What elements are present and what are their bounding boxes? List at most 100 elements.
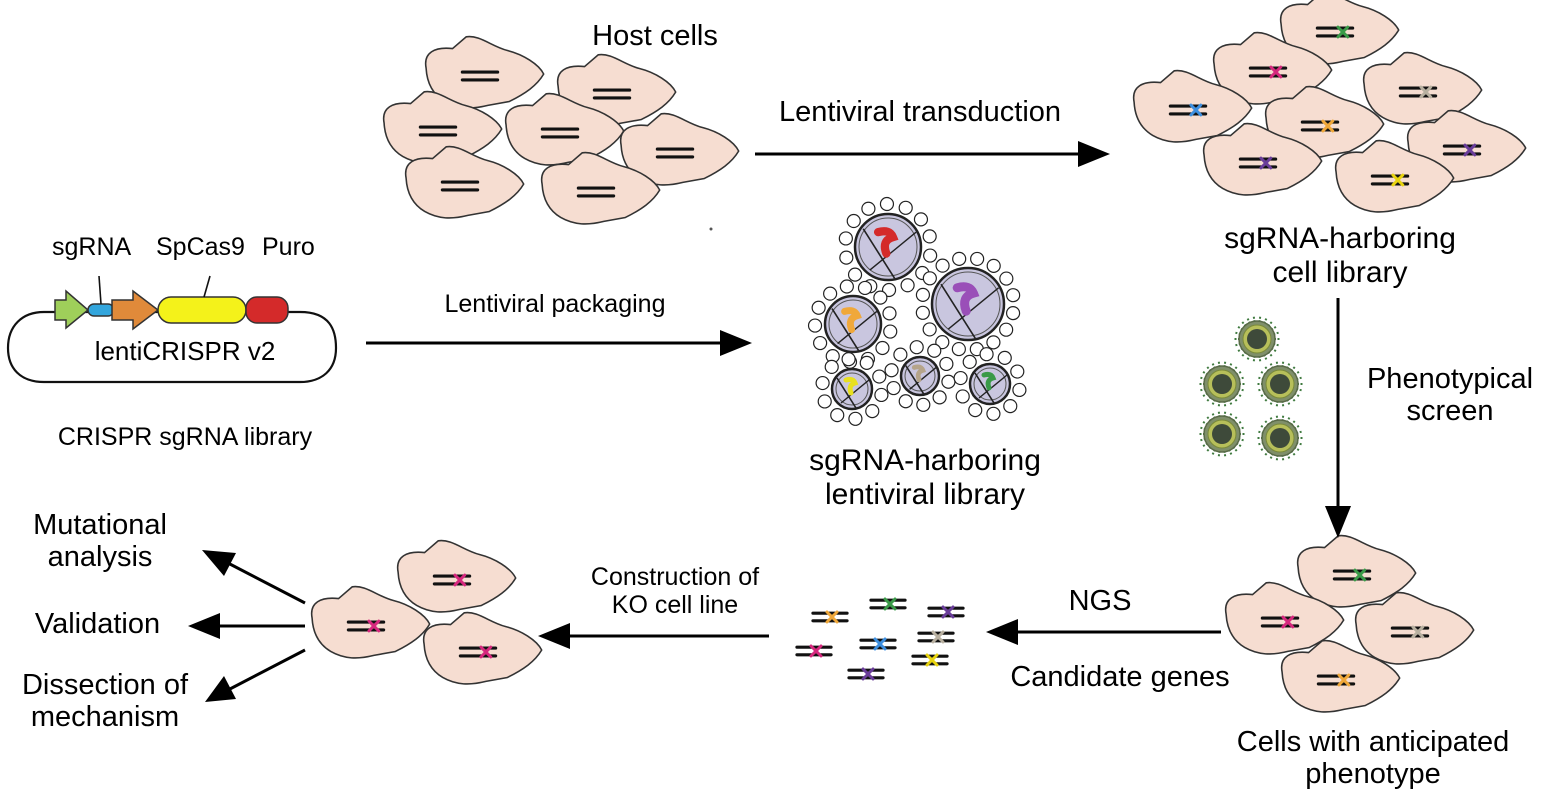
anticipated-line1: Cells with anticipated [1236,726,1510,758]
arrow-mutational-head [202,550,236,576]
construction-line1: Construction of [590,563,760,591]
anticipated-phenotype-cells-group [1224,534,1475,713]
mutation-mark-icon [479,645,493,659]
dissection-label: Dissection of mechanism [0,669,210,734]
lentiviral-packaging-label: Lentiviral packaging [444,290,666,318]
mutation-mark-icon [1259,156,1273,170]
mutation-mark-icon [367,619,381,633]
mutation-mark-icon [941,605,955,619]
cell-icon [1334,139,1455,213]
mutation-mark-icon [1391,173,1405,187]
candidate-genes-label: Candidate genes [1010,661,1230,693]
puro-element [245,296,289,324]
chromosome-pair-icon [917,630,955,644]
cell-library-line2: cell library [1272,255,1408,289]
sgRNA-element [87,303,115,317]
mutation-mark-icon [1336,25,1350,39]
chromosome-pair-icon [795,644,833,658]
spcas9-label: SpCas9 [156,233,245,261]
crispr-library-label: CRISPR sgRNA library [57,423,313,451]
arrow-mutational [225,560,306,605]
mutation-mark-icon [1353,568,1367,582]
chromosome-pair-icon [869,597,907,611]
arrow-packaging-head [720,330,752,356]
mutational-line1: Mutational [33,509,167,541]
sgRNA-label: sgRNA [52,233,132,261]
virus-particle-icon [1233,315,1281,363]
arrows [188,141,1351,702]
chromosome-pair-icon [811,610,849,624]
lentiviral-library-line1: sgRNA-harboring [809,444,1041,477]
construction-line2: KO cell line [611,591,739,619]
cell-icon [1296,534,1417,608]
virus-particle-icon [1256,414,1304,462]
puro-label: Puro [262,233,315,261]
mutation-mark-icon [1463,143,1477,157]
arrow-dissection [227,648,306,692]
cas9-promoter-arrow-icon [111,289,160,331]
cell-icon [310,585,431,659]
phenotypical-line1: Phenotypical [1366,363,1534,395]
lentiviral-library-label: sgRNA-harboring lentiviral library [760,444,1090,511]
mutation-mark-icon [1269,65,1283,79]
virus-particle-icon [1198,360,1246,408]
cell-icon [1354,591,1475,665]
spcas9-element [157,296,247,324]
dissection-line1: Dissection of [21,669,188,701]
lenticrispr-label: lentiCRISPR v2 [94,336,276,366]
cell-icon [422,611,543,685]
chromosome-pair-icon [847,667,885,681]
lentiviral-particle-icon [915,251,1021,357]
mutational-analysis-label: Mutational analysis [10,509,190,574]
arrow-ngs-head [986,619,1018,645]
mutation-mark-icon [809,644,823,658]
ko-cell-line-group [310,539,543,685]
cell-icon [1280,639,1401,713]
candidate-gene-chromosomes-group [795,597,965,681]
chromosome-pair-icon [927,605,965,619]
promoter-arrow-icon [54,289,90,330]
cell-library-label: sgRNA-harboring cell library [1170,222,1510,289]
dissection-line2: mechanism [30,701,180,734]
host-cells-label: Host cells [592,20,718,52]
screen-virus-particles [1198,315,1304,462]
lentiviral-transduction-label: Lentiviral transduction [778,96,1062,128]
lentiviral-particle-icon [884,340,956,412]
lentiviral-library-line2: lentiviral library [824,477,1026,511]
mutation-mark-icon [1337,673,1351,687]
speck [709,227,713,231]
chromosome-pair-icon [859,637,897,651]
lentiviral-particle-icon [838,196,938,298]
mutation-mark-icon [925,653,939,667]
lentiviral-particles [807,196,1027,426]
arrow-validation-head [188,613,220,639]
cell-icon [1212,31,1333,105]
mutation-mark-icon [861,667,875,681]
cell-icon [1224,581,1345,655]
virus-particle-icon [1256,360,1304,408]
mutation-mark-icon [1411,625,1425,639]
mutation-mark-icon [1281,615,1295,629]
arrow-transduction-head [1078,141,1110,167]
mutation-mark-icon [873,637,887,651]
phenotypical-line2: screen [1406,395,1494,428]
cell-icon [1279,0,1400,65]
mutational-line2: analysis [47,541,153,574]
cell-icon [1406,109,1527,183]
virus-particle-icon [1198,410,1246,458]
cell-icon [1264,85,1385,159]
mutation-mark-icon [1189,103,1203,117]
ngs-label: NGS [1068,585,1132,617]
arrow-dissection-head [205,676,236,702]
lenticrispr-plasmid [6,275,338,384]
lentiviral-particle-icon [815,352,889,426]
mutation-mark-icon [931,630,945,644]
cell-icon [1202,122,1323,196]
arrow-screen-head [1325,506,1351,538]
arrow-construction-head [538,623,570,649]
mutation-mark-icon [1419,85,1433,99]
mutation-mark-icon [1321,119,1335,133]
plasmid-backbone [6,310,338,384]
phenotypical-screen-label: Phenotypical screen [1350,363,1550,428]
